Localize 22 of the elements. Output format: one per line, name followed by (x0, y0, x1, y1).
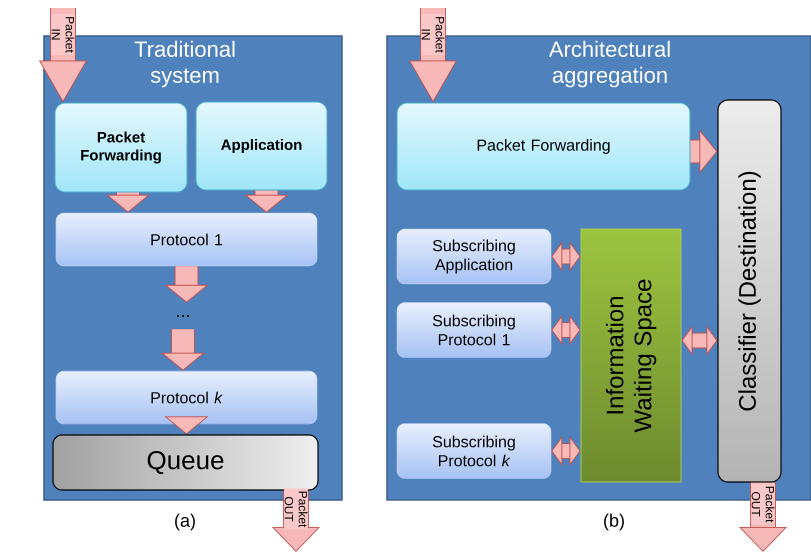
process-box: Subscribing Protocol 1 (396, 302, 552, 358)
block-arrow (551, 314, 580, 346)
ellipsis-text: ... (177, 315, 189, 317)
process-box: Protocol 1 (56, 212, 318, 266)
block-arrow (551, 241, 580, 272)
process-box: Packet Forwarding (54, 102, 188, 192)
panel-label: (a) (175, 514, 195, 530)
waiting-space-box: Information Waiting Space (580, 228, 682, 482)
block-arrow (551, 436, 580, 466)
queue-box: Queue (52, 434, 319, 491)
arrow-label: Packet IN (51, 14, 75, 55)
arrow-label: Packet OUT (751, 484, 775, 525)
process-box: Packet Forwarding (396, 102, 690, 190)
classifier-box: Classifier (Destination) (717, 99, 782, 483)
arrow-label: Packet OUT (284, 488, 308, 530)
process-box: Application (196, 102, 328, 190)
process-box: Subscribing Protocol k (396, 423, 552, 479)
block-arrow (682, 325, 718, 356)
process-box: Subscribing Application (396, 228, 552, 284)
arrow-label: Packet IN (421, 14, 445, 55)
panel-label: (b) (604, 514, 624, 530)
process-box: Protocol k (56, 370, 318, 424)
